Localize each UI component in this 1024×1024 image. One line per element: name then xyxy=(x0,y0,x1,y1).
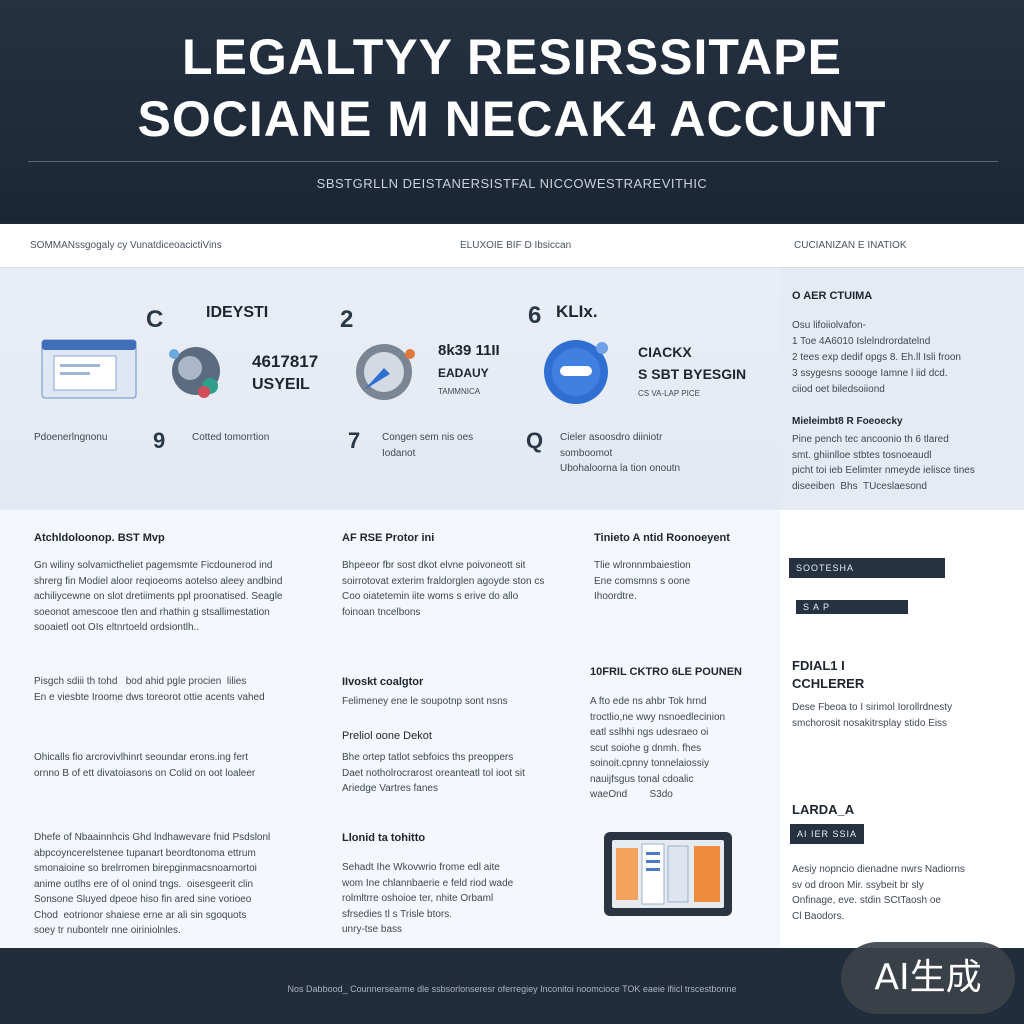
step3-number: 6 xyxy=(528,302,542,329)
step3-title: KLIx. xyxy=(556,302,598,321)
top-strip-left: SOMMANssgogaly cy VunatdiceoacictiVins xyxy=(30,240,222,251)
col1-paragraph-1: Gn wiliny solvamictheliet pagemsmte Ficd… xyxy=(34,560,283,633)
step2-sub-number: 7 xyxy=(348,428,361,453)
sidebar-paragraph-1: Dese Fbeoa to I sirimol Iorollrdnesty sm… xyxy=(792,702,953,729)
tablet-documents-icon xyxy=(604,832,732,916)
sidebar-bar-2[interactable]: S A P xyxy=(796,600,908,614)
sidebar-top-item-1: 1 Toe 4A6010 Islelndrordatelnd xyxy=(792,336,931,347)
sidebar-top-title: O AER CTUIMA xyxy=(792,290,873,302)
col2-heading-3: Preliol oone Dekot xyxy=(342,730,432,742)
document-card: SOMMANssgogaly cy VunatdiceoacictiVins E… xyxy=(0,224,1024,948)
document-top-strip: SOMMANssgogaly cy VunatdiceoacictiVins E… xyxy=(0,224,1024,268)
sidebar-top-intro: Osu lifoiiolvafon- xyxy=(792,320,866,331)
step1-label: Pdoenerlngnonu xyxy=(34,432,108,443)
sidebar-bar-3[interactable]: AI IER SSIA xyxy=(790,824,864,844)
right-sidebar: O AER CTUIMA Osu lifoiiolvafon- 1 Toe 4A… xyxy=(780,268,1024,948)
col2-heading-1: AF RSE Protor ini xyxy=(342,532,435,544)
top-strip-center: ELUXOIE BIF D Ibsiccan xyxy=(460,240,572,251)
steps-band: C IDEYSTI 4617817 USYEIL Pdoenerlngnonu … xyxy=(0,268,780,510)
col2-paragraph-2: Felimeney ene le soupotnp sont nsns xyxy=(342,696,508,707)
step1-number: C xyxy=(146,306,164,333)
col3-heading-2: 10FRIL CKTRO 6LE POUNEN xyxy=(590,666,742,678)
step2-sub-text: Congen sem nis oes Iodanot xyxy=(382,432,474,459)
step3-stat2: S SBT BYESGIN xyxy=(638,366,747,382)
step1-sub-number: 9 xyxy=(153,428,166,453)
hero-title-line1: LEGALTYY RESIRSSITAPE xyxy=(182,29,842,85)
pills-icon xyxy=(169,347,220,398)
ai-generated-badge: AI生成 xyxy=(841,942,1015,1014)
step2-stat1: 8k39 11II xyxy=(438,342,500,359)
sidebar-top-item-3: 3 ssygesns soooge Iamne l iid dcd. ciiod… xyxy=(792,368,948,395)
sidebar-top-heading2: Mieleimbt8 R Foeoecky xyxy=(792,416,903,427)
hero-subtitle: SBSTGRLLN DEISTANERSISTFAL NICCOWESTRARE… xyxy=(316,176,708,191)
hero-header: LEGALTYY RESIRSSITAPE SOCIANE M NECAK4 A… xyxy=(0,0,1024,222)
col3-heading-1: Tinieto A ntid Roonoeyent xyxy=(594,532,730,544)
step2-stat2: EADAUY xyxy=(438,366,489,380)
col1-paragraph-2: Pisgch sdiii th tohd bod ahid pgle proci… xyxy=(34,676,265,703)
browser-window-icon xyxy=(41,339,137,399)
top-strip-right: CUCIANIZAN E INATIOK xyxy=(794,240,907,251)
step3-sub-text: Cieler asoosdro diiniotr somboomot Uboha… xyxy=(560,432,681,474)
col2-heading-4: Llonid ta tohitto xyxy=(342,832,426,844)
col2-paragraph-1: Bhpeeor fbr sost dkot elvne poivoneott s… xyxy=(342,560,545,618)
sidebar-top-item-2: 2 tees exp dedif opgs 8. Eh.ll Isli froo… xyxy=(792,352,961,363)
step1-sub-text: Cotted tomorrtion xyxy=(192,432,270,443)
col1-paragraph-3: Ohicalls fio arcrovivlhinrt seoundar ero… xyxy=(34,752,256,779)
sidebar-top-paragraph: Pine pench tec ancoonio th 6 tlared smt.… xyxy=(792,434,975,492)
step1-stat1: 4617817 xyxy=(252,352,319,371)
sidebar-heading-line2: CCHLERER xyxy=(792,676,865,691)
chat-bubble-icon xyxy=(544,340,608,404)
gauge-hand-icon xyxy=(356,344,415,400)
step1-title: IDEYSTI xyxy=(206,304,269,321)
step2-stat3: TAMMNICA xyxy=(438,387,481,396)
sidebar-bar-1[interactable]: SOOTESHA xyxy=(789,558,945,578)
sidebar-upper-panel: O AER CTUIMA Osu lifoiiolvafon- 1 Toe 4A… xyxy=(780,268,1024,510)
step3-sub-number: Q xyxy=(526,428,544,453)
step3-stat1: CIACKX xyxy=(638,344,692,360)
col1-heading: Atchldoloonop. BST Mvp xyxy=(34,532,165,544)
col3-paragraph-1: Tlie wlronnmbaiestion Ene comsmns s oone… xyxy=(594,560,691,602)
col1-paragraph-4: Dhefe of Nbaainnhcis Ghd lndhawevare fni… xyxy=(34,832,271,936)
hero-title-line2: SOCIANE M NECAK4 ACCUNT xyxy=(137,91,887,147)
step2-number: 2 xyxy=(340,306,354,333)
hero-divider xyxy=(28,161,998,162)
col2-heading-2: IIvoskt coalgtor xyxy=(342,676,424,688)
footer-text: Nos Dabbood_ Counnersearme dle ssbsorlon… xyxy=(287,984,737,994)
sidebar-heading-2: LARDA_A xyxy=(792,802,855,817)
col3-paragraph-2: A fto ede ns ahbr Tok hrnd troctlio,ne w… xyxy=(590,696,726,800)
step3-stat3: CS VA-LAP PICE xyxy=(638,389,700,398)
sidebar-paragraph-2: Aesiy nopncio dienadne nwrs Nadiorns sv … xyxy=(792,864,965,922)
sidebar-heading-line1: FDIAL1 I xyxy=(792,658,845,673)
col2-paragraph-4: Sehadt Ihe Wkovwrio frome edl aite wom I… xyxy=(342,862,514,935)
col2-paragraph-3: Bhe ortep tatlot sebfoics ths preoppers … xyxy=(342,752,525,794)
step1-stat2: USYEIL xyxy=(252,376,310,393)
